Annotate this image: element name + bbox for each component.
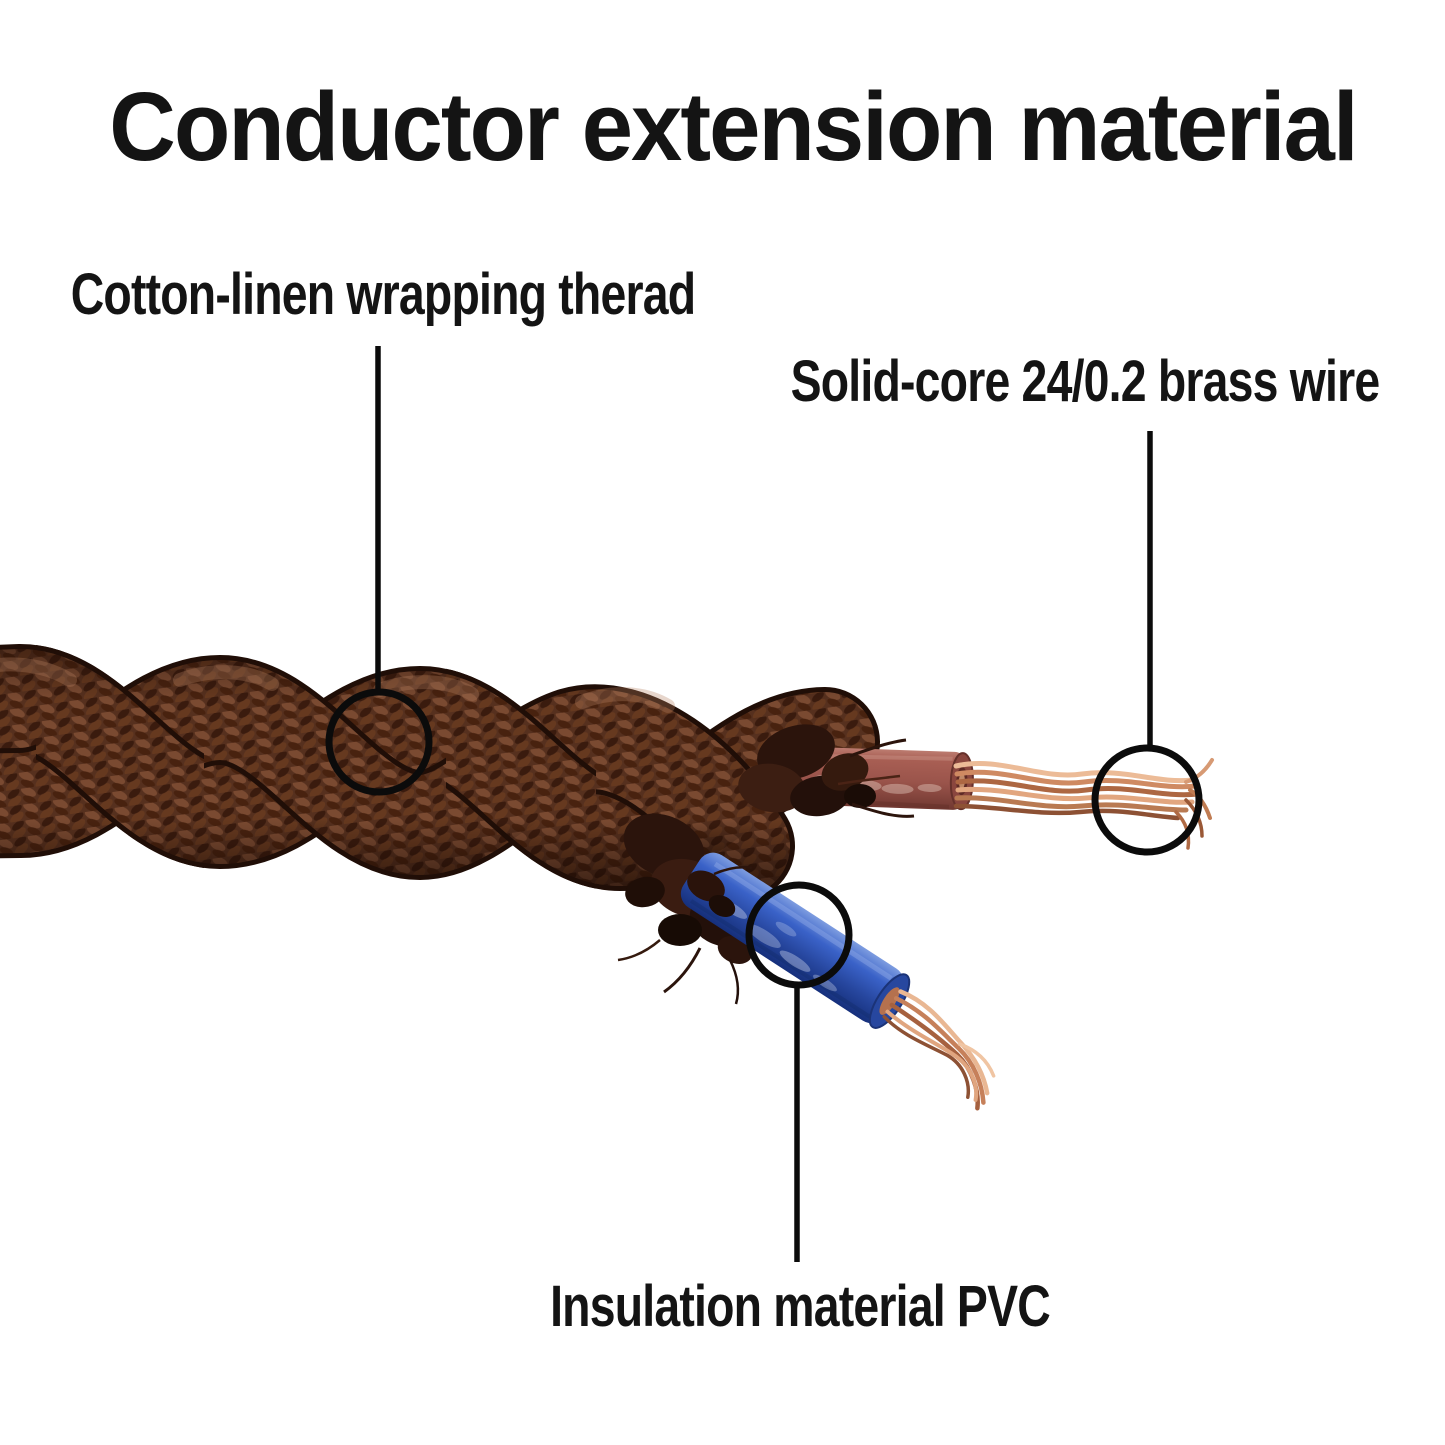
blue-wire-copper-strands	[882, 989, 996, 1111]
callout-circle-brass	[1091, 744, 1203, 856]
blue-pvc-wire	[680, 852, 996, 1111]
fray-over-blue	[687, 866, 753, 918]
callout-annotations	[325, 346, 1203, 1262]
braid-sheen	[0, 657, 675, 713]
label-cotton-linen-wrapping-thread: Cotton-linen wrapping therad	[70, 262, 696, 327]
braided-cable	[0, 664, 825, 846]
label-solid-core-brass-wire: Solid-core 24/0.2 brass wire	[790, 349, 1381, 414]
frayed-braid-upper	[738, 724, 915, 818]
brass-copper-strands	[953, 758, 1214, 850]
page-title: Conductor extension material	[109, 72, 1358, 181]
label-insulation-material-pvc: Insulation material PVC	[550, 1274, 1051, 1339]
callout-circle-cotton	[325, 688, 433, 796]
